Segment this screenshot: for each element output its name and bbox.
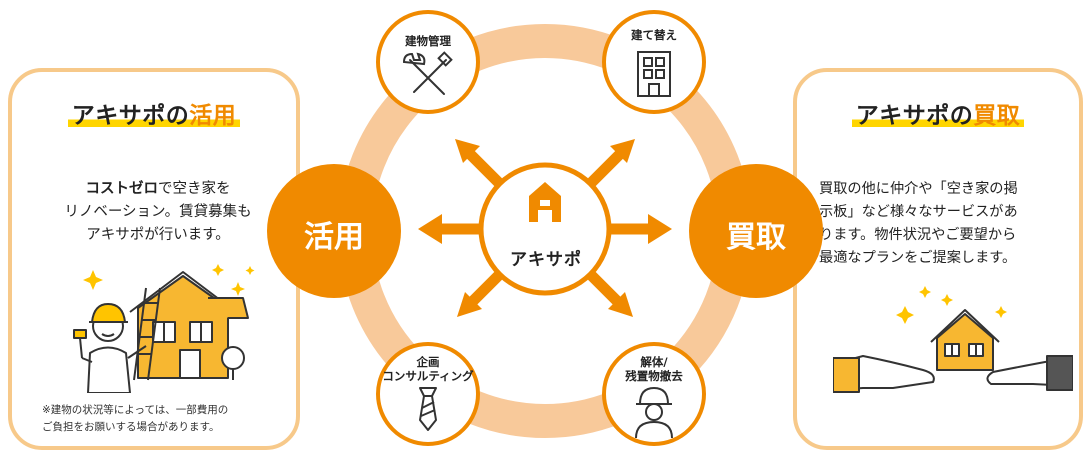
description-line: 買取の他に仲介や「空き家の掲 (819, 181, 1018, 197)
description-line: 示板」など様々なサービスがあ (819, 204, 1018, 220)
demolition-label-line1: 解体/ (640, 355, 668, 369)
arrow-right-icon (608, 214, 672, 244)
card-title-text: アキサポの (71, 103, 190, 129)
cost-zero-text: コストゼロ (85, 181, 159, 197)
utilization-description: コストゼロで空き家を リノベーション。賃貸募集も アキサポが行います。 (34, 178, 282, 247)
consulting-label-line2: コンサルティング (382, 369, 474, 383)
brand-label: アキサポ (510, 250, 582, 270)
utilization-card: アキサポの活用 コストゼロで空き家を リノベーション。賃貸募集も アキサポが行い… (8, 68, 300, 450)
house-handover-illustration (833, 286, 1073, 393)
demolition-label-line2: 残置物撤去 (625, 369, 683, 383)
demolition-circle (602, 342, 706, 446)
arrow-left-icon (418, 214, 482, 244)
description-line: 最適なプランをご提案します。 (819, 250, 1017, 266)
brand-circle (478, 162, 612, 296)
building-icon (637, 51, 671, 97)
demolition-label: 解体/ 残置物撤去 (599, 355, 709, 383)
purchase-circle (689, 164, 823, 298)
akisapo-logo-icon (529, 182, 561, 222)
consulting-label-line1: 企画 (416, 355, 440, 369)
utilization-label: 活用 (304, 220, 364, 255)
consulting-circle (376, 342, 480, 446)
building-management-label: 建物管理 (405, 34, 451, 48)
description-line: アキサポが行います。 (86, 227, 230, 243)
description-line: で空き家を (158, 181, 231, 197)
arrow-up-left-icon (455, 139, 504, 188)
helmet-worker-icon (635, 386, 673, 439)
necktie-icon (419, 387, 437, 431)
card-title-text: アキサポの (855, 103, 974, 129)
purchase-card-title: アキサポの買取 (797, 96, 1079, 130)
arrow-down-right-icon (586, 270, 633, 317)
purchase-description: 買取の他に仲介や「空き家の掲 示板」など様々なサービスがあ ります。物件状況やご… (819, 178, 1065, 270)
cost-note: ※建物の状況等によっては、一部費用の ご負担をお願いする場合があります。 (42, 402, 286, 436)
arrows (418, 139, 672, 317)
arrow-up-right-icon (586, 139, 635, 188)
wrench-screwdriver-icon (402, 51, 453, 95)
building-management-circle (376, 10, 480, 114)
rebuild-circle (602, 10, 706, 114)
rebuild-label: 建て替え (631, 28, 677, 42)
purchase-card: アキサポの買取 買取の他に仲介や「空き家の掲 示板」など様々なサービスがあ りま… (793, 68, 1083, 450)
note-line: ご負担をお願いする場合があります。 (42, 421, 220, 433)
utilization-card-title: アキサポの活用 (12, 96, 296, 130)
utilization-circle (267, 164, 401, 298)
description-line: ります。物件状況やご要望から (819, 227, 1017, 243)
purchase-label: 買取 (726, 220, 786, 255)
description-line: リノベーション。賃貸募集も (64, 204, 252, 220)
consulting-label: 企画 コンサルティング (373, 355, 483, 383)
card-title-accent: 買取 (973, 103, 1021, 129)
worker-house-illustration (73, 264, 255, 393)
note-line: ※建物の状況等によっては、一部費用の (42, 404, 229, 416)
arrow-down-left-icon (457, 270, 504, 317)
card-title-accent: 活用 (189, 103, 237, 129)
